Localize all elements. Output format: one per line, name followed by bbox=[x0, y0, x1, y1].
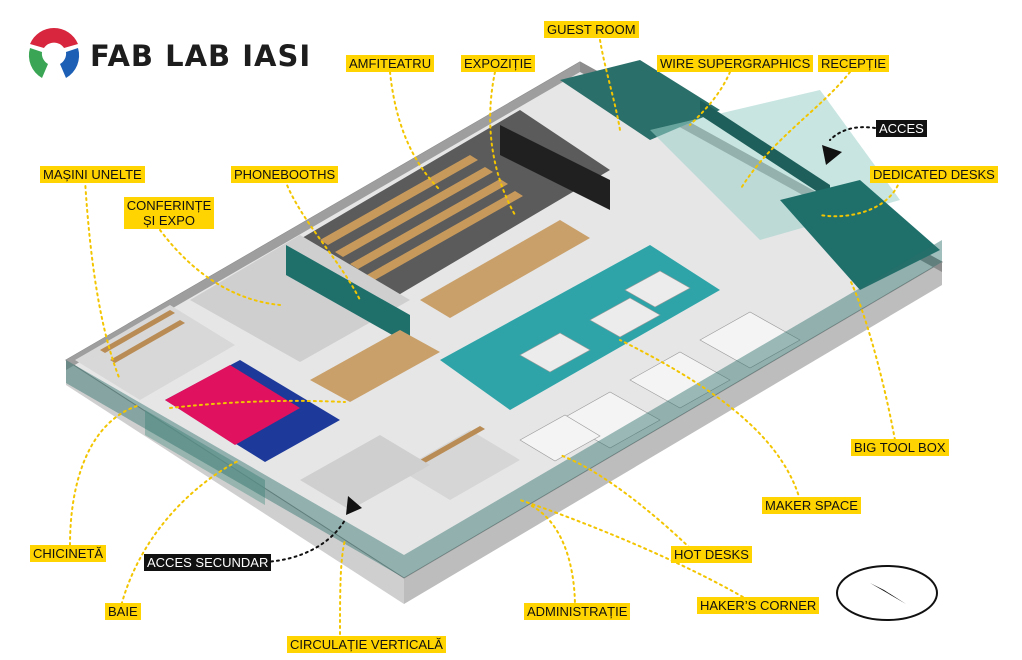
masini-unelte-shelves bbox=[100, 310, 185, 363]
secondary-entrance-arrow-icon bbox=[346, 496, 362, 515]
label-acces: ACCES bbox=[876, 120, 927, 137]
workshop-benches bbox=[310, 330, 440, 402]
building-slab-front bbox=[404, 262, 942, 604]
dedicated-desks-room bbox=[780, 180, 940, 290]
guest-room-zone bbox=[560, 60, 720, 140]
label-conferinte-line2: ȘI EXPO bbox=[142, 213, 196, 228]
label-baie: BAIE bbox=[105, 603, 141, 620]
administratie-shelves bbox=[420, 426, 485, 463]
fab-lab-logo bbox=[26, 28, 82, 84]
label-dedicated-desks: DEDICATED DESKS bbox=[870, 166, 998, 183]
reception-teal-wall bbox=[700, 100, 830, 200]
entrance-arrow-icon bbox=[822, 145, 842, 165]
stairs-zone bbox=[300, 435, 430, 510]
compass-icon bbox=[836, 565, 938, 621]
label-hot-desks: HOT DESKS bbox=[671, 546, 752, 563]
label-wire-supergraphics: WIRE SUPERGRAPHICS bbox=[657, 55, 814, 72]
label-acces-secundar: ACCES SECUNDAR bbox=[144, 554, 272, 571]
label-masini-unelte: MAȘINI UNELTE bbox=[40, 166, 145, 183]
label-hakers-corner: HAKER’S CORNER bbox=[697, 597, 820, 614]
curtain-wall-front bbox=[404, 240, 942, 578]
maker-space-tables bbox=[519, 270, 691, 373]
label-guest-room: GUEST ROOM bbox=[544, 21, 639, 38]
phonebooths-zone bbox=[190, 235, 410, 362]
baie-glass-front bbox=[145, 410, 265, 505]
curtain-wall-left bbox=[66, 360, 404, 578]
phonebooths-wall bbox=[286, 245, 410, 345]
masini-unelte-zone bbox=[75, 305, 235, 400]
label-big-tool-box: BIG TOOL BOX bbox=[851, 439, 949, 456]
label-receptie: RECEPȚIE bbox=[818, 55, 890, 72]
label-phonebooths: PHONEBOOTHS bbox=[231, 166, 339, 183]
administratie-zone bbox=[400, 430, 520, 500]
leader-lines bbox=[69, 39, 901, 641]
logo-title: FAB LAB IASI bbox=[90, 39, 312, 73]
amfiteatru-benches bbox=[320, 155, 523, 281]
access-leaders bbox=[264, 126, 876, 563]
label-conferinte: CONFERINȚE ȘI EXPO bbox=[124, 197, 214, 229]
label-circulatie-verticala: CIRCULAȚIE VERTICALĂ bbox=[287, 636, 446, 653]
label-chicineta: CHICINETĂ bbox=[30, 545, 107, 562]
expozitie-wall bbox=[500, 125, 610, 210]
label-administratie: ADMINISTRAȚIE bbox=[524, 603, 631, 620]
label-amfiteatru: AMFITEATRU bbox=[346, 55, 435, 72]
baie-magenta bbox=[165, 365, 300, 445]
label-expozitie: EXPOZIȚIE bbox=[461, 55, 535, 72]
logo-mark-space bbox=[26, 28, 82, 84]
label-conferinte-line1: CONFERINȚE bbox=[126, 198, 212, 213]
back-wall-left bbox=[66, 62, 580, 370]
label-maker-space: MAKER SPACE bbox=[762, 497, 861, 514]
hot-desks bbox=[519, 311, 801, 462]
big-tool-box bbox=[420, 220, 590, 318]
logo-block: FAB LAB IASI bbox=[26, 28, 311, 84]
